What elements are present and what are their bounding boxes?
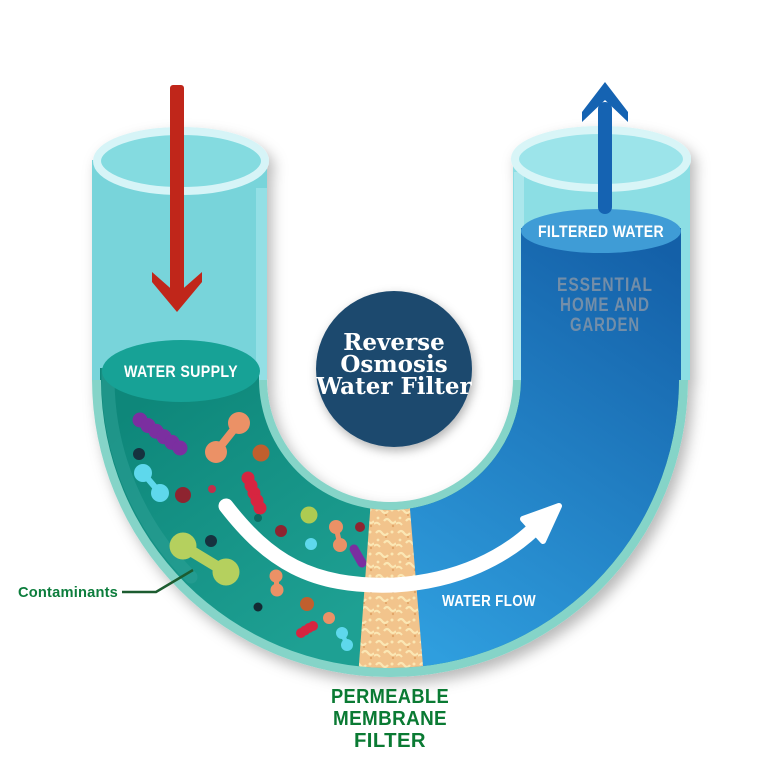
title-line-3: Water Filter <box>315 373 472 400</box>
svg-text:FILTER: FILTER <box>354 729 426 752</box>
contaminant-dumbbell-orange-3 <box>329 520 347 552</box>
svg-text:PERMEABLE: PERMEABLE <box>331 685 449 708</box>
water-supply-surface <box>102 340 260 402</box>
svg-text:GARDEN: GARDEN <box>570 315 640 336</box>
svg-text:ESSENTIAL: ESSENTIAL <box>557 275 653 296</box>
contaminants-label: Contaminants <box>18 584 118 601</box>
water-flow-label: WATER FLOW <box>442 593 536 610</box>
contaminant-dumbbell-orange <box>205 412 250 463</box>
contaminant-dots-darkred <box>175 487 365 537</box>
contaminant-chain-red <box>241 471 267 515</box>
contaminant-dot-orange <box>323 612 335 624</box>
outflow-arrow-blue <box>582 82 628 214</box>
contaminants-group <box>132 412 367 651</box>
membrane-label: PERMEABLE MEMBRANE FILTER <box>331 685 449 752</box>
svg-text:HOME AND: HOME AND <box>560 295 650 316</box>
water-supply-label: WATER SUPPLY <box>124 362 238 381</box>
contaminants-callout: Contaminants <box>18 568 194 601</box>
contaminant-dumbbell-orange-small <box>269 569 284 597</box>
glass-left-arm-shade <box>256 188 267 380</box>
contaminant-dumbbell-green <box>169 532 240 586</box>
water-flow-arrow <box>218 498 562 593</box>
brand-watermark: ESSENTIAL HOME AND GARDEN <box>557 275 653 336</box>
contaminant-dumbbell-cyan-small <box>336 627 353 651</box>
contaminant-dot-red <box>208 485 216 493</box>
tube-inner-highlight <box>101 359 198 584</box>
contaminant-chain-purple <box>132 412 188 456</box>
svg-text:MEMBRANE: MEMBRANE <box>333 707 447 730</box>
filtered-water-surface <box>521 209 681 253</box>
title-badge-circle <box>316 291 472 447</box>
contaminant-dot-navy <box>133 448 217 547</box>
contaminant-rod-purple <box>349 544 367 568</box>
contaminant-dot-black <box>253 602 263 612</box>
contaminant-dumbbell-cyan <box>134 464 169 502</box>
contaminant-dots-rust <box>252 444 314 611</box>
filtered-water-label: FILTERED WATER <box>538 222 664 241</box>
contaminant-dot-green <box>300 506 318 524</box>
contaminant-dot-teal <box>254 514 262 522</box>
title-line-1: Reverse <box>343 329 444 356</box>
glass-right-arm-shade <box>514 172 524 380</box>
title-badge: Reverse Osmosis Water Filter <box>315 291 473 447</box>
contaminant-chain-red-2 <box>296 621 318 638</box>
contaminant-dots-cyan <box>305 538 317 550</box>
inflow-arrow-red <box>152 85 202 312</box>
title-line-2: Osmosis <box>340 351 447 378</box>
